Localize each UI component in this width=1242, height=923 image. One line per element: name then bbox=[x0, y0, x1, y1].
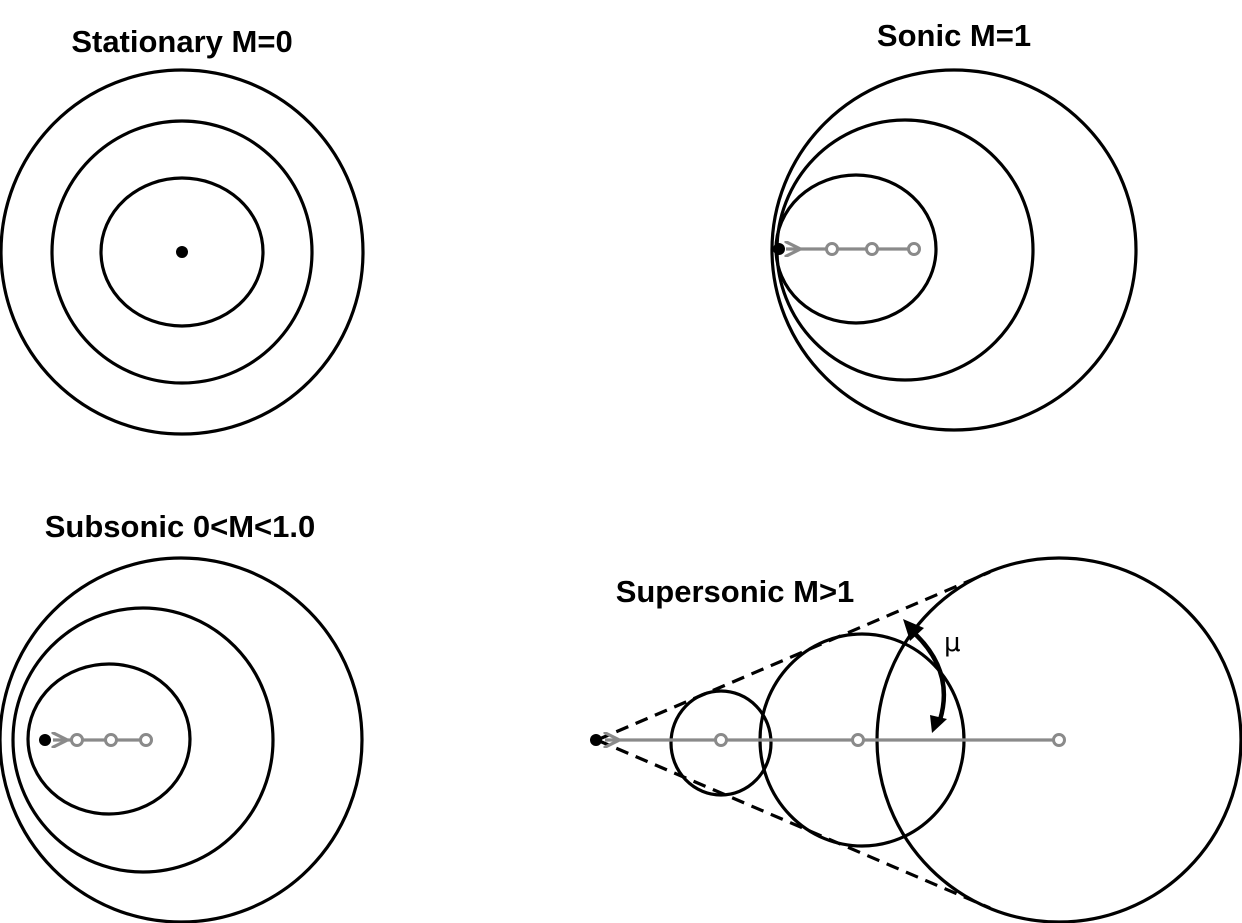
supersonic-past-position-2 bbox=[851, 733, 865, 747]
panel-supersonic: Supersonic M>1 μ bbox=[590, 556, 1242, 923]
mach-angle-arrow bbox=[903, 619, 947, 733]
panel-subsonic: Subsonic 0<M<1.0 bbox=[0, 509, 364, 923]
subsonic-past-position-2 bbox=[104, 733, 118, 747]
stationary-wave-middle bbox=[50, 119, 314, 385]
subsonic-wave-inner bbox=[26, 662, 192, 816]
sonic-past-position-3 bbox=[907, 242, 921, 256]
mach-cone-upper-line bbox=[596, 570, 991, 742]
stationary-source-dot bbox=[176, 246, 188, 258]
subsonic-title: Subsonic 0<M<1.0 bbox=[45, 509, 316, 544]
subsonic-wave-middle bbox=[11, 606, 275, 874]
stationary-title: Stationary M=0 bbox=[71, 24, 292, 59]
sonic-source-dot bbox=[773, 243, 785, 255]
subsonic-wave-outer bbox=[0, 556, 364, 923]
subsonic-source-dot bbox=[39, 734, 51, 746]
panel-sonic: Sonic M=1 bbox=[770, 18, 1138, 432]
stationary-wave-inner bbox=[99, 176, 265, 328]
sonic-past-position-2 bbox=[865, 242, 879, 256]
mach-angle-label: μ bbox=[944, 628, 961, 658]
sonic-wave-outer bbox=[770, 68, 1138, 432]
stationary-wave-outer bbox=[0, 68, 365, 436]
sonic-past-position-1 bbox=[825, 242, 839, 256]
mach-cone-lower-line bbox=[596, 738, 991, 910]
supersonic-past-position-1 bbox=[714, 733, 728, 747]
subsonic-past-position-1 bbox=[70, 733, 84, 747]
supersonic-source-dot bbox=[590, 734, 602, 746]
supersonic-wave-small bbox=[669, 689, 773, 797]
supersonic-past-position-3 bbox=[1052, 733, 1066, 747]
sonic-title: Sonic M=1 bbox=[877, 18, 1031, 53]
panel-stationary: Stationary M=0 bbox=[0, 24, 365, 436]
supersonic-title: Supersonic M>1 bbox=[616, 574, 855, 609]
subsonic-past-position-3 bbox=[139, 733, 153, 747]
